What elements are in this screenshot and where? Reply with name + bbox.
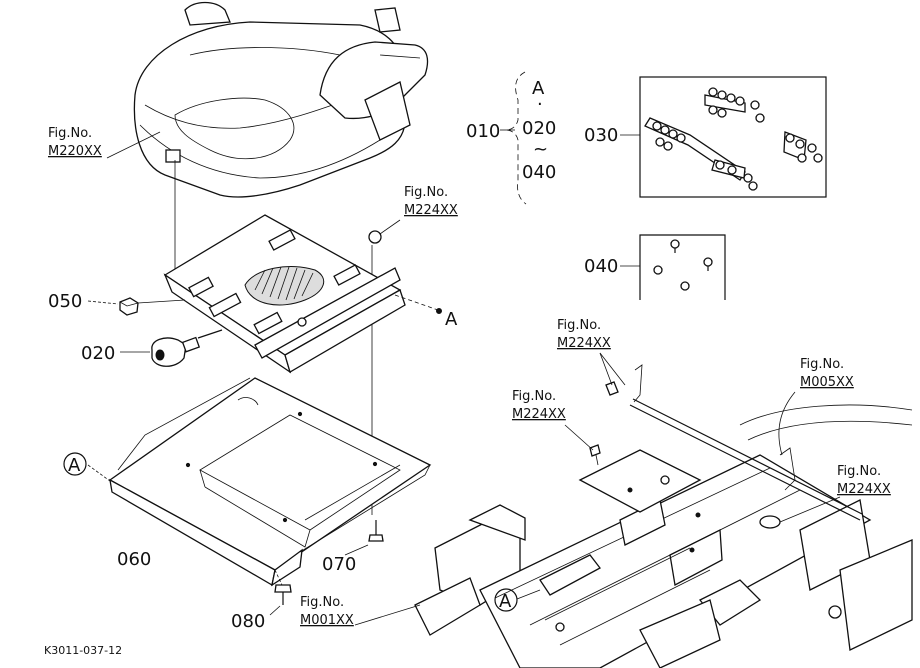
part-label-070: 070	[322, 554, 356, 575]
part-label-020: 020	[81, 343, 115, 364]
fig-ref-m005: M005XX	[800, 375, 854, 390]
fig-ref-m220: M220XX	[48, 144, 102, 159]
fig-ref-m224-b: M224XX	[557, 336, 611, 351]
circled-a-frame-text: A	[499, 591, 512, 612]
bracket-dot: ·	[537, 94, 543, 115]
fig-label-m224-a: Fig.No.	[404, 185, 448, 200]
circled-a-frame	[494, 588, 518, 612]
ribs	[254, 266, 314, 301]
fig-label-m220: Fig.No.	[48, 126, 92, 141]
circled-a-left	[63, 452, 87, 476]
fig-label-m224-d: Fig.No.	[837, 464, 881, 479]
washers	[652, 87, 823, 191]
main-frame	[414, 364, 913, 668]
part-060-seat-tray	[108, 377, 432, 587]
part-040-box	[639, 234, 726, 300]
bracket-bottom: 040	[522, 162, 556, 183]
fig-ref-m001: M001XX	[300, 613, 354, 628]
fig-ref-m224-c: M224XX	[512, 407, 566, 422]
part-label-080: 080	[231, 611, 265, 632]
seat-cushion	[133, 1, 429, 198]
nut-icon	[368, 230, 382, 244]
part-label-060: 060	[117, 549, 151, 570]
fig-label-m224-c: Fig.No.	[512, 389, 556, 404]
seat-slide-plate	[163, 214, 406, 374]
bracket-mid: 020	[522, 118, 556, 139]
diagram-code: K3011-037-12	[44, 644, 122, 657]
bracket-top: A	[532, 78, 545, 99]
part-050-nut	[119, 297, 139, 316]
part-label-030: 030	[584, 125, 618, 146]
part-label-040: 040	[584, 256, 618, 277]
fig-ref-m224-d: M224XX	[837, 482, 891, 497]
fig-label-m005: Fig.No.	[800, 357, 844, 372]
part-080-bolt	[274, 569, 292, 605]
circled-a-left-text: A	[68, 455, 81, 476]
point-a-label: A	[445, 309, 458, 330]
fig-label-m224-b: Fig.No.	[557, 318, 601, 333]
part-label-050: 050	[48, 291, 82, 312]
part-020-knob	[151, 329, 223, 367]
bracket-tilde: ~	[533, 139, 548, 160]
part-label-010: 010	[466, 121, 500, 142]
fig-ref-m224-a: M224XX	[404, 203, 458, 218]
part-070-bolt	[368, 520, 384, 542]
fig-label-m001: Fig.No.	[300, 595, 344, 610]
part-030-box	[639, 76, 827, 198]
